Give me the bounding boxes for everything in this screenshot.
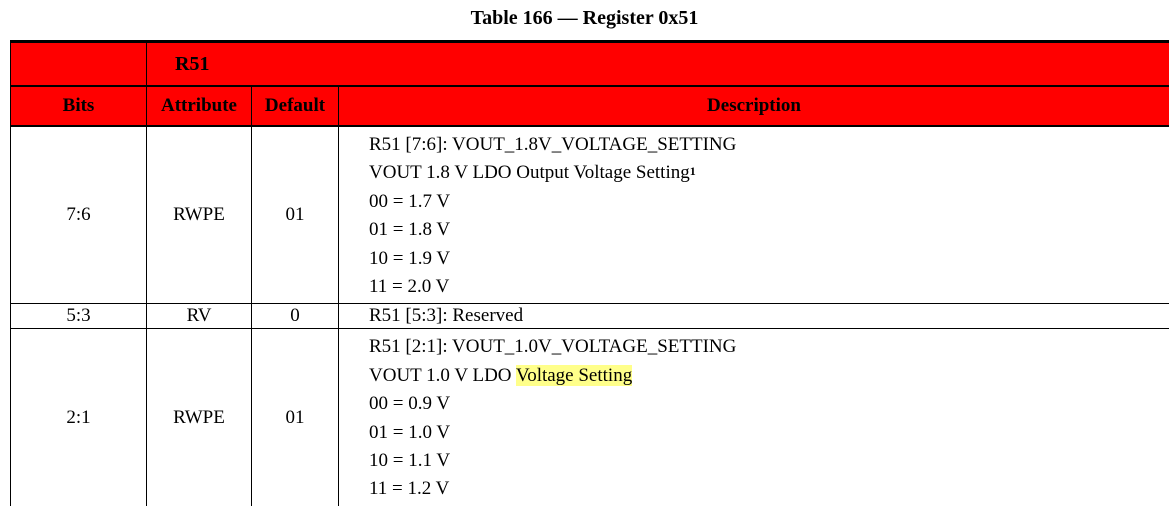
title-spacer-cell xyxy=(10,40,147,87)
attribute-cell: RV xyxy=(146,303,252,330)
description-line: 10 = 1.9 V xyxy=(369,247,451,269)
footnote-marker: 1 xyxy=(689,164,696,179)
description-cell: R51 [5:3]: Reserved xyxy=(337,303,1169,330)
default-cell: 01 xyxy=(251,125,339,305)
register-table: R51 Bits Attribute Default Description 7… xyxy=(10,40,1169,506)
description-line: 00 = 0.9 V xyxy=(369,393,451,415)
default-cell: 0 xyxy=(251,303,339,330)
bits-cell: 2:1 xyxy=(10,328,147,506)
description-text: VOUT 1.8 V LDO Output Voltage Setting xyxy=(369,162,690,184)
description-line: 11 = 1.2 V xyxy=(369,478,450,500)
attribute-cell: RWPE xyxy=(146,125,252,305)
description-cell: R51 [7:6]: VOUT_1.8V_VOLTAGE_SETTING VOU… xyxy=(337,125,1169,305)
register-title-row: R51 xyxy=(10,40,1169,87)
attribute-cell: RWPE xyxy=(146,328,252,506)
bits-cell: 7:6 xyxy=(10,125,147,305)
header-row: Bits Attribute Default Description xyxy=(10,85,1169,127)
header-attribute: Attribute xyxy=(146,85,252,127)
header-bits: Bits xyxy=(10,85,147,127)
description-line: R51 [7:6]: VOUT_1.8V_VOLTAGE_SETTING xyxy=(369,134,737,155)
description-line: R51 [2:1]: VOUT_1.0V_VOLTAGE_SETTING xyxy=(369,336,737,358)
bits-cell: 5:3 xyxy=(10,303,147,330)
header-description: Description xyxy=(337,85,1169,127)
description-line: 11 = 2.0 V xyxy=(369,276,450,298)
description-cell: R51 [2:1]: VOUT_1.0V_VOLTAGE_SETTING VOU… xyxy=(337,328,1169,506)
description-text: VOUT 1.0 V LDO xyxy=(369,364,516,386)
table-row: 2:1 RWPE 01 R51 [2:1]: VOUT_1.0V_VOLTAGE… xyxy=(10,328,1169,506)
description-line: VOUT 1.8 V LDO Output Voltage Setting1 xyxy=(369,159,1169,187)
description-line: 10 = 1.1 V xyxy=(369,450,451,472)
table-caption: Table 166 — Register 0x51 xyxy=(470,7,699,29)
register-name: R51 xyxy=(145,40,1169,87)
description-line: 01 = 1.0 V xyxy=(369,421,451,443)
highlighted-text: Voltage Setting xyxy=(515,364,633,386)
description-line: VOUT 1.0 V LDO Voltage Setting xyxy=(369,362,1169,390)
description-line: 00 = 1.7 V xyxy=(369,190,451,212)
header-default: Default xyxy=(251,85,339,127)
table-row: 7:6 RWPE 01 R51 [7:6]: VOUT_1.8V_VOLTAGE… xyxy=(10,125,1169,305)
table-row: 5:3 RV 0 R51 [5:3]: Reserved xyxy=(10,303,1169,330)
default-cell: 01 xyxy=(251,328,339,506)
description-line: 01 = 1.8 V xyxy=(369,219,451,241)
